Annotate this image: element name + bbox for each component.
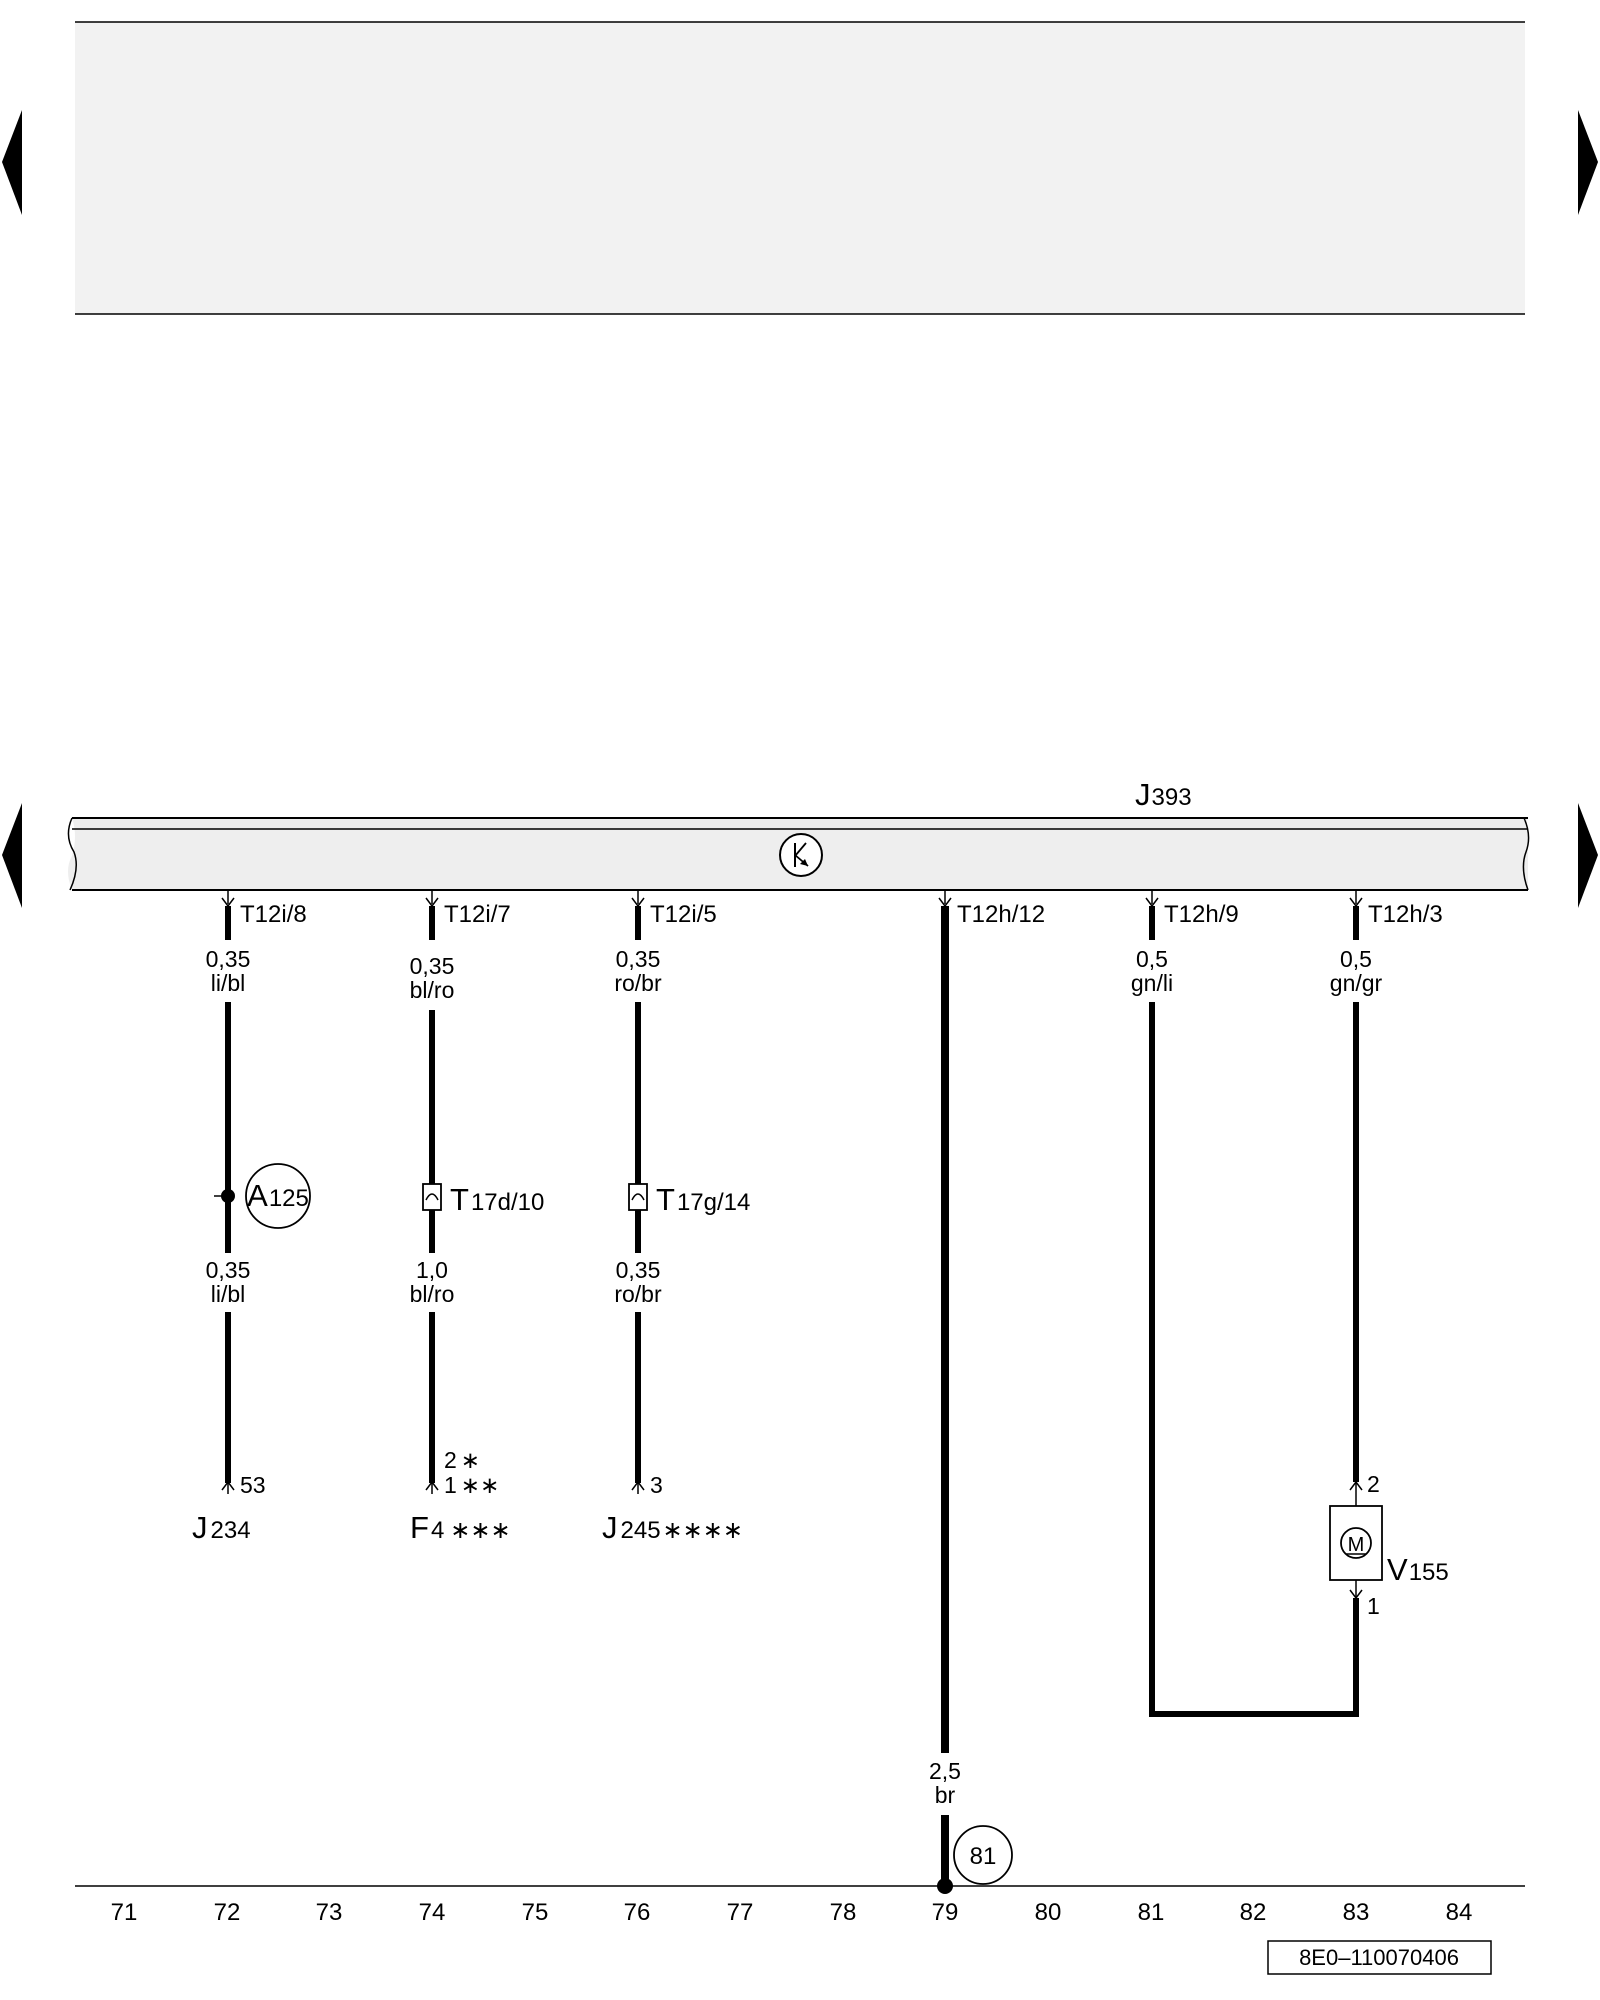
- wire-74: T12i/7 0,35 bl/ro T17d/10 1,0 bl/ro 2∗ 1…: [410, 890, 544, 1545]
- connection-a125: A125: [214, 1163, 311, 1229]
- wire-color-label: li/bl: [211, 970, 246, 996]
- column-number: 73: [316, 1899, 343, 1926]
- connector-label: T12i/7: [444, 901, 511, 928]
- component-f4: F4∗∗∗: [410, 1510, 511, 1545]
- column-number: 76: [624, 1899, 651, 1926]
- pin-label: 53: [240, 1472, 266, 1498]
- svg-text:M: M: [1348, 1534, 1365, 1556]
- connector-label: T12h/12: [957, 901, 1045, 928]
- column-number: 72: [214, 1899, 241, 1926]
- column-number: 80: [1035, 1899, 1062, 1926]
- connector-label: T12h/3: [1368, 901, 1443, 928]
- pin-label: 1∗∗: [444, 1472, 499, 1498]
- pin-label: 1: [1367, 1593, 1380, 1619]
- wire-size-label: 0,35: [206, 1257, 251, 1283]
- wire-size-label: 0,5: [1340, 946, 1372, 972]
- header-box: [75, 21, 1525, 315]
- motor-v155: M V155: [1329, 1505, 1449, 1587]
- wire-size-label: 0,35: [616, 946, 661, 972]
- motor-icon: [1340, 1527, 1372, 1559]
- wire-color-label: li/bl: [211, 1281, 246, 1307]
- connector-t17g: T17g/14: [628, 1182, 750, 1217]
- next-page-arrow-top[interactable]: [1578, 110, 1598, 215]
- wire-color-label: ro/br: [614, 970, 662, 996]
- wire-size-label: 0,35: [410, 953, 455, 979]
- wire-size-label: 0,35: [616, 1257, 661, 1283]
- wire-color-label: gn/gr: [1330, 970, 1383, 996]
- document-code-box: 8E0–110070406: [1267, 1940, 1492, 1975]
- column-number: 71: [111, 1899, 138, 1926]
- wire-color-label: bl/ro: [410, 977, 455, 1003]
- wire-size-label: 1,0: [416, 1257, 448, 1283]
- column-numbers: 71 72 73 74 75 76 77 78 79 80 81 82 83 8…: [111, 1899, 1473, 1926]
- connector-label: T12i/5: [650, 901, 717, 928]
- svg-text:T17g/14: T17g/14: [656, 1182, 750, 1217]
- pin-label: 2: [1367, 1471, 1380, 1497]
- document-code: 8E0–110070406: [1299, 1945, 1459, 1970]
- component-v155: V155: [1387, 1552, 1449, 1587]
- connector-t17d: T17d/10: [422, 1182, 544, 1217]
- column-number: 75: [522, 1899, 549, 1926]
- control-unit-j393: J393: [67, 777, 1530, 891]
- column-number: 82: [1240, 1899, 1267, 1926]
- column-number: 78: [830, 1899, 857, 1926]
- column-number: 84: [1446, 1899, 1473, 1926]
- column-number: 79: [932, 1899, 959, 1926]
- pin-label: 2∗: [444, 1447, 480, 1473]
- wire-color-label: bl/ro: [410, 1281, 455, 1307]
- prev-page-arrow-bottom[interactable]: [2, 803, 22, 908]
- wire-size-label: 0,5: [1136, 946, 1168, 972]
- transistor-icon: [779, 833, 823, 877]
- column-number: 74: [419, 1899, 446, 1926]
- j393-label: J393: [1135, 777, 1192, 812]
- next-page-arrow-bottom[interactable]: [1578, 803, 1598, 908]
- svg-text:A125: A125: [247, 1178, 309, 1213]
- pin-label: 3: [650, 1472, 663, 1498]
- wire-83: T12h/3 0,5 gn/gr 2 1 M V155: [1329, 890, 1449, 1717]
- column-number: 77: [727, 1899, 754, 1926]
- wire-size-label: 2,5: [929, 1758, 961, 1784]
- wire-81: T12h/9 0,5 gn/li: [1131, 890, 1356, 1717]
- connector-label: T12i/8: [240, 901, 307, 928]
- wire-color-label: gn/li: [1131, 970, 1173, 996]
- connector-label: T12h/9: [1164, 901, 1239, 928]
- wire-color-label: br: [935, 1782, 956, 1808]
- header-box-fill: [75, 22, 1525, 314]
- wire-79: T12h/12 2,5 br 81: [929, 890, 1045, 1894]
- svg-text:T17d/10: T17d/10: [450, 1182, 544, 1217]
- wire-size-label: 0,35: [206, 946, 251, 972]
- svg-text:81: 81: [970, 1843, 997, 1870]
- column-number: 83: [1343, 1899, 1370, 1926]
- prev-page-arrow-top[interactable]: [2, 110, 22, 215]
- wire-color-label: ro/br: [614, 1281, 662, 1307]
- wire-76: T12i/5 0,35 ro/br T17g/14 0,35 ro/br 3 J…: [602, 890, 750, 1545]
- ground-point-81: 81: [937, 1825, 1013, 1894]
- column-number: 81: [1138, 1899, 1165, 1926]
